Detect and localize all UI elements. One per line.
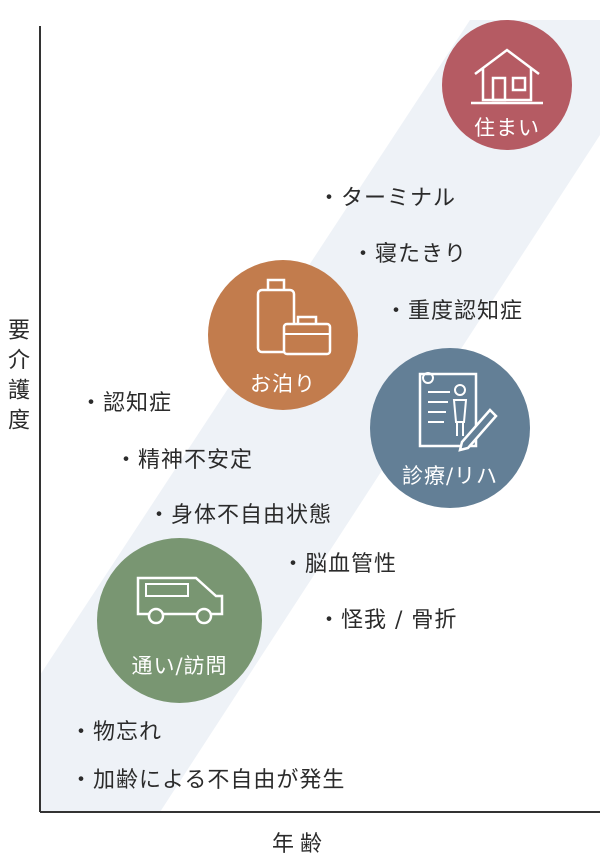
circle-stay: お泊り [208, 260, 358, 410]
circle-daycare-label: 通い/訪問 [131, 654, 228, 678]
van-icon [136, 576, 224, 625]
circle-stay-label: お泊り [250, 372, 316, 396]
item-physical-disability: ・身体不自由状態 [148, 503, 333, 528]
item-forgetfulness: ・物忘れ [70, 720, 163, 745]
circle-clinic-label: 診療/リハ [401, 464, 499, 488]
item-injury-fracture: ・怪我 / 骨折 [318, 608, 458, 633]
x-axis-title: 年齢 [272, 832, 329, 857]
item-bedridden: ・寝たきり [352, 242, 468, 267]
item-severe-dementia: ・重度認知症 [385, 299, 524, 324]
y-axis-title: 要介護度 [4, 318, 29, 438]
circle-home: 住まい [442, 20, 572, 150]
item-mental-instability: ・精神不安定 [115, 448, 254, 473]
house-icon [471, 48, 543, 105]
circle-home-label: 住まい [474, 116, 540, 140]
suitcase-icon [256, 278, 332, 356]
item-terminal: ・ターミナル [318, 186, 457, 211]
item-age-related-disability: ・加齢による不自由が発生 [70, 768, 346, 793]
item-dementia: ・認知症 [80, 391, 173, 416]
medical-document-icon [418, 372, 498, 452]
circle-clinic: 診療/リハ [370, 348, 530, 508]
item-cerebrovascular: ・脳血管性 [282, 552, 398, 577]
circle-daycare: 通い/訪問 [97, 538, 262, 703]
